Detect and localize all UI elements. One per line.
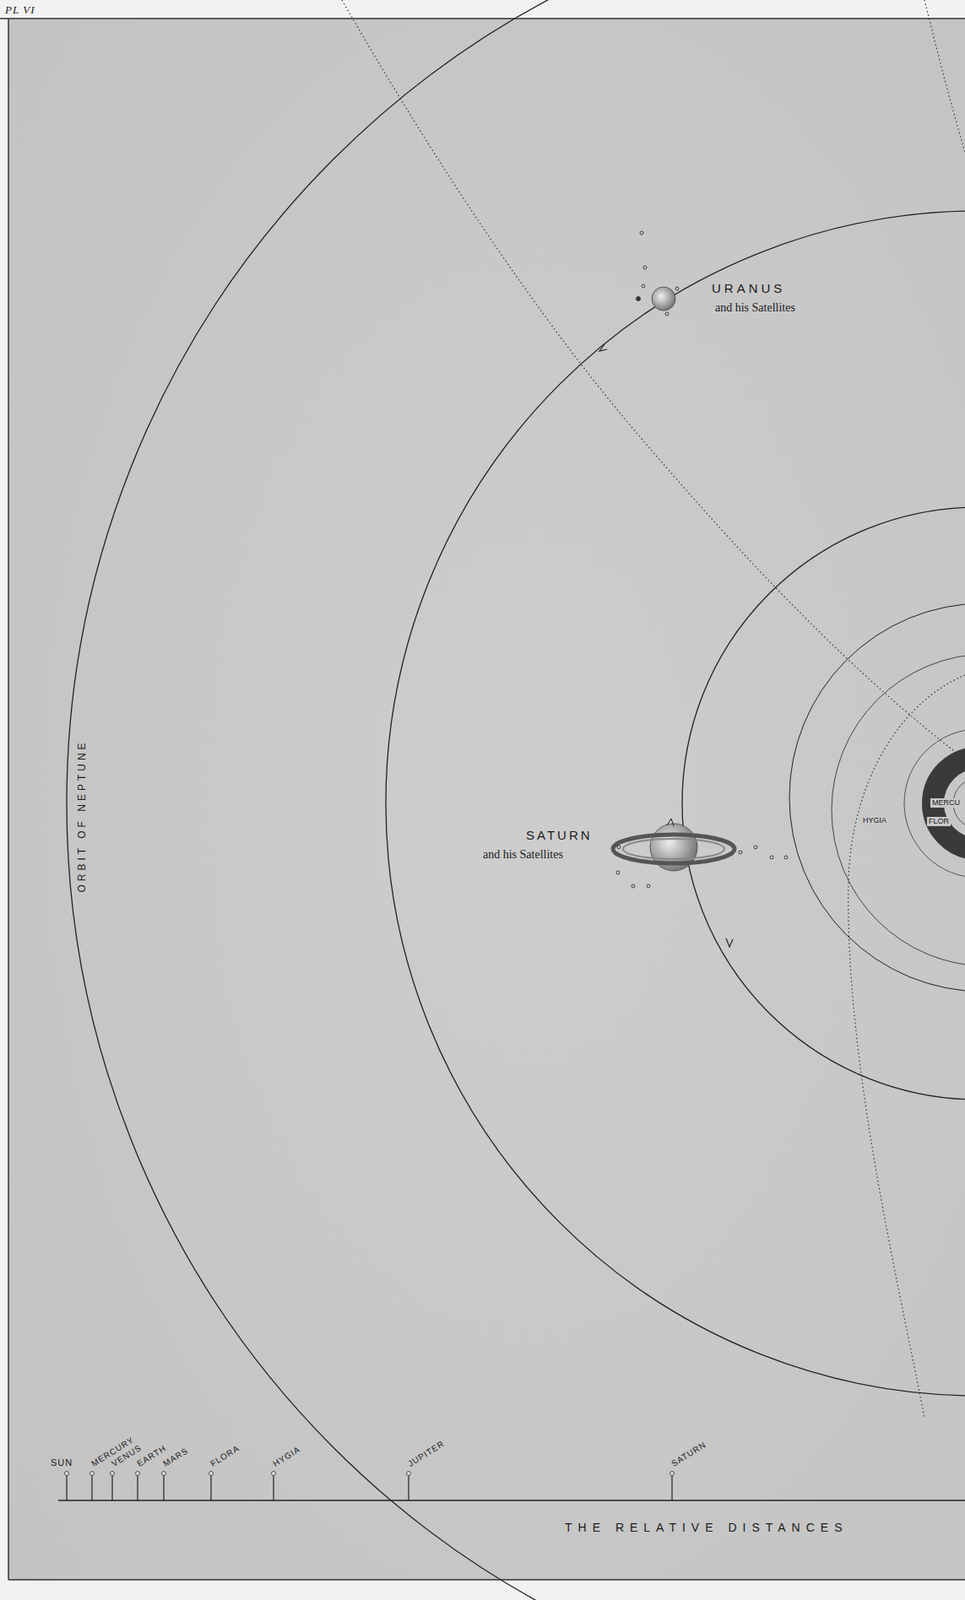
orbit-label: ORBIT OF NEPTUNE xyxy=(76,739,87,893)
hygia-orbit xyxy=(904,729,965,879)
jupiter-orbit xyxy=(789,603,965,993)
saturn-group xyxy=(612,818,788,948)
rotation-arrow xyxy=(666,818,674,827)
comet-path xyxy=(924,0,965,152)
scale-label: SUN xyxy=(50,1458,73,1469)
saturn-ring xyxy=(623,839,725,860)
comet-path xyxy=(848,675,965,1419)
planet-caption: and his Satellites xyxy=(715,302,796,315)
scale-title: THE RELATIVE DISTANCES xyxy=(564,1522,849,1535)
planet-name: URANUS xyxy=(711,281,786,295)
ground xyxy=(8,18,965,1581)
orbit-arrow xyxy=(726,938,733,948)
uranus-orbit xyxy=(385,211,965,1397)
satellites xyxy=(636,231,680,316)
orbit-arrow xyxy=(599,344,608,352)
frame xyxy=(0,18,965,1581)
zone-label: HYGIA xyxy=(862,817,887,825)
zone-label: FLOR xyxy=(927,817,951,827)
zone-label: MERCU xyxy=(930,798,962,808)
distance-scale xyxy=(58,1472,965,1502)
plate-number: PL VI xyxy=(5,4,35,16)
comet-path xyxy=(341,0,965,760)
orbits xyxy=(66,0,965,1600)
asteroid-orbit xyxy=(831,654,965,967)
saturn-ring xyxy=(612,834,735,864)
neptune-orbit xyxy=(66,0,965,1600)
uranus-group xyxy=(599,231,679,352)
uranus-planet xyxy=(651,287,676,311)
planet-name: SATURN xyxy=(525,829,593,842)
saturn-orbit xyxy=(682,507,965,1101)
planet-caption: and his Satellites xyxy=(482,849,564,862)
satellites xyxy=(616,845,788,889)
comet-paths xyxy=(341,0,965,1419)
